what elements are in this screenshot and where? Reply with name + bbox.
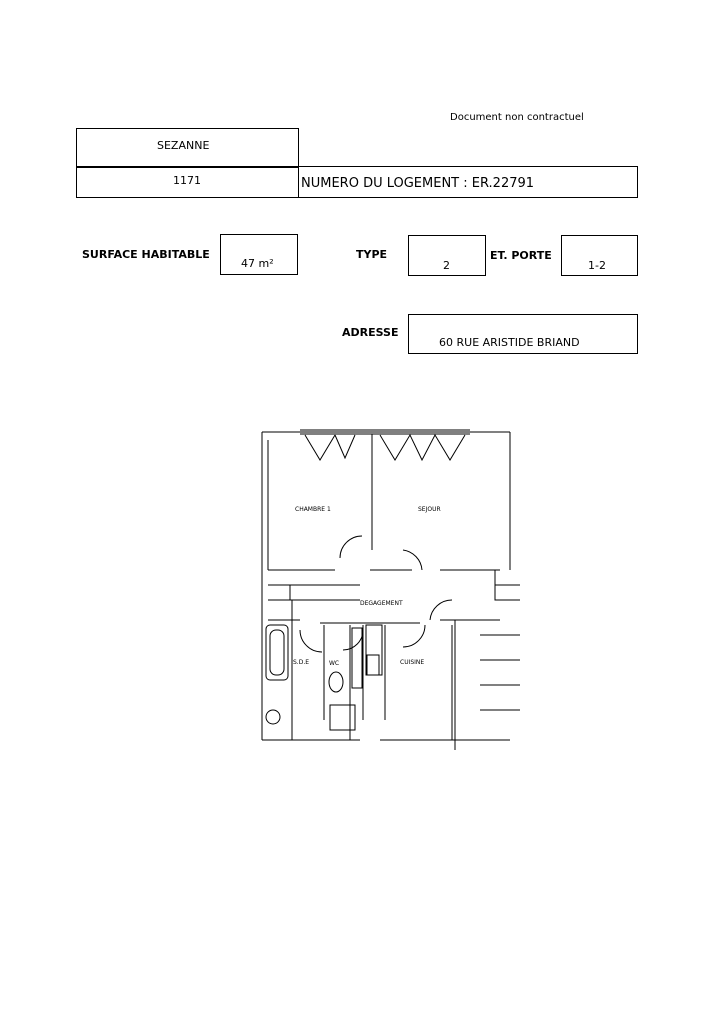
surface-value: 47 m² [241, 257, 274, 270]
window-glyphs [304, 433, 466, 462]
room-label-kitchen: CUISINE [400, 659, 424, 666]
disclaimer: Document non contractuel [450, 112, 584, 123]
room-label-bedroom: CHAMBRE 1 [295, 506, 331, 513]
room-label-wc: WC [329, 660, 339, 667]
floor-plan: CHAMBRE 1 SEJOUR DEGAGEMENT S.D.E WC CUI… [261, 429, 520, 750]
code-box: 1171 [76, 166, 299, 198]
type-value: 2 [443, 259, 450, 272]
fixtures [265, 624, 383, 731]
city: SEZANNE [157, 139, 210, 152]
floor-door-label: ET. PORTE [490, 249, 552, 262]
address-value: 60 RUE ARISTIDE BRIAND [439, 336, 580, 349]
door-arcs [299, 535, 453, 653]
address-label: ADRESSE [342, 326, 399, 339]
floor-door-box: 1-2 [561, 235, 638, 276]
city-box: SEZANNE [76, 128, 299, 168]
housing-number-box: NUMERO DU LOGEMENT : ER.22791 [298, 166, 638, 198]
room-label-living: SEJOUR [418, 506, 441, 513]
type-label: TYPE [356, 248, 388, 261]
walls [261, 429, 520, 750]
code: 1171 [173, 174, 201, 187]
address-box: 60 RUE ARISTIDE BRIAND [408, 314, 638, 354]
room-label-hallway: DEGAGEMENT [360, 600, 403, 607]
surface-label: SURFACE HABITABLE [82, 248, 210, 261]
housing-number: NUMERO DU LOGEMENT : ER.22791 [301, 176, 535, 191]
room-label-bathroom: S.D.E [293, 659, 309, 666]
surface-box: 47 m² [220, 234, 298, 275]
floor-door-value: 1-2 [588, 259, 606, 272]
type-box: 2 [408, 235, 486, 276]
